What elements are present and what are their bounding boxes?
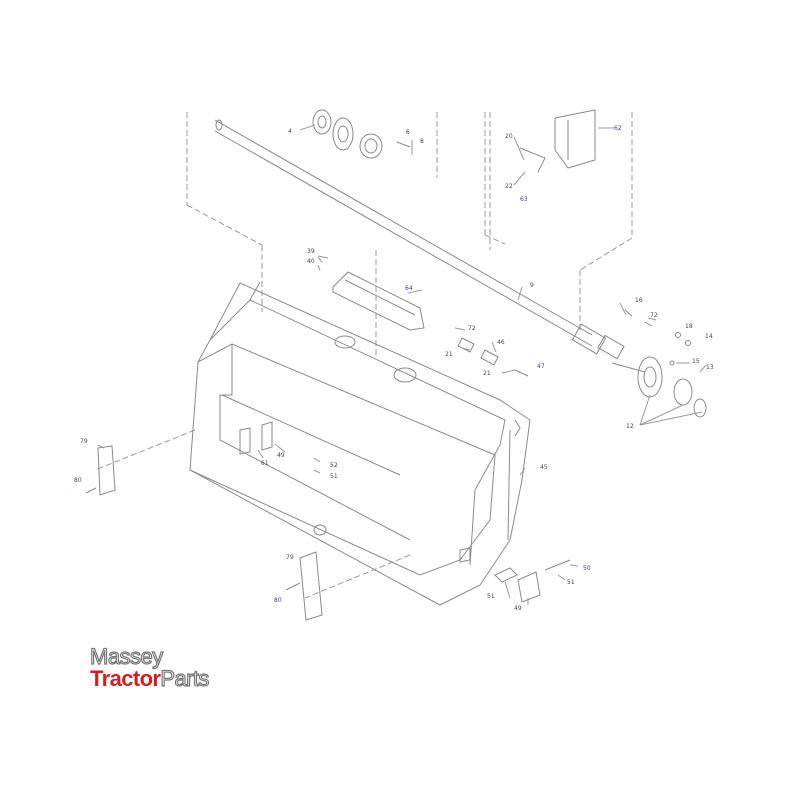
callout: 80 [74, 477, 82, 484]
callout: 49 [514, 605, 522, 612]
callout: 72 [650, 312, 658, 319]
callout: 49 [277, 452, 285, 459]
callout: 16 [635, 297, 643, 304]
callout: 51 [330, 473, 338, 480]
front-weight-block [189, 281, 531, 606]
leader-lines [97, 124, 707, 605]
callout: 52 [330, 462, 338, 469]
callout: 72 [468, 325, 476, 332]
callout: 13 [706, 364, 714, 371]
top-washers [312, 109, 383, 159]
callout: 50 [583, 565, 591, 572]
callout: 39 [307, 248, 315, 255]
callout: 45 [540, 464, 548, 471]
weight-bracket [332, 271, 425, 331]
callout: 8 [420, 138, 424, 145]
callout: 63 [520, 196, 528, 203]
callout: 40 [307, 258, 315, 265]
callout: 47 [537, 363, 545, 370]
left-bracket [85, 445, 323, 621]
callout: 21 [483, 370, 491, 377]
callout-labels: 4 6 8 20 62 22 63 39 40 64 9 16 72 72 18… [74, 125, 714, 612]
logo-word-parts: Parts [160, 666, 210, 691]
callout: 51 [487, 593, 495, 600]
logo-word-tractor: Tractor [90, 666, 161, 691]
callout: 6 [406, 129, 410, 136]
callout: 14 [705, 333, 713, 340]
callout: 21 [445, 351, 453, 358]
callout: 4 [288, 128, 292, 135]
lower-right-brackets [494, 559, 571, 603]
massey-tractor-parts-logo: Massey TractorParts [89, 644, 250, 692]
callout: 80 [274, 597, 282, 604]
section-boundary-lines [94, 112, 633, 599]
callout: 79 [80, 438, 88, 445]
callout: 12 [626, 423, 634, 430]
callout: 62 [614, 125, 622, 132]
logo-line-1: Massey [89, 644, 163, 669]
callout: 61 [261, 460, 269, 467]
callout: 22 [505, 183, 513, 190]
callout: 79 [286, 554, 294, 561]
small-fasteners [317, 141, 691, 377]
drive-shaft [214, 119, 625, 360]
callout: 46 [497, 339, 505, 346]
hub-assembly [611, 356, 707, 418]
callout: 15 [692, 358, 700, 365]
logo-line-2: TractorParts [90, 666, 210, 691]
top-bracket [519, 109, 596, 173]
callout: 20 [505, 133, 513, 140]
callout: 51 [567, 579, 575, 586]
callout: 64 [405, 285, 413, 292]
callout: 18 [685, 323, 693, 330]
callout: 9 [530, 282, 534, 289]
